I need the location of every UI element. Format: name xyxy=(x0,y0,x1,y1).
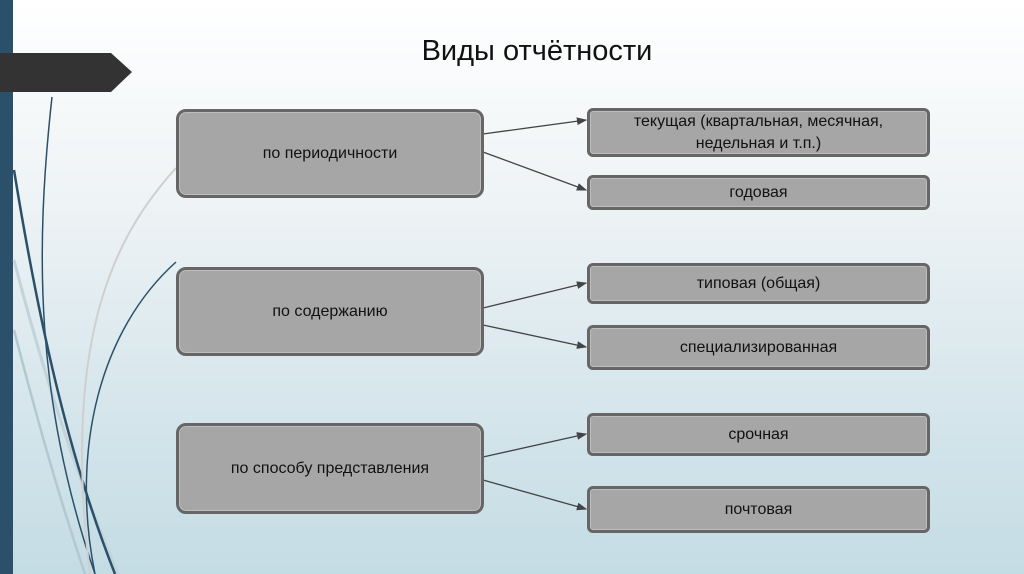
connector-arrow xyxy=(482,117,588,135)
type-box: текущая (квартальная, месячная, недельна… xyxy=(587,108,930,157)
type-box: типовая (общая) xyxy=(587,263,930,304)
connector-arrow xyxy=(482,281,588,309)
left-accent-bar xyxy=(0,0,13,574)
page-title: Виды отчётности xyxy=(421,35,653,67)
connector-arrow xyxy=(482,324,588,349)
category-box: по содержанию xyxy=(176,267,484,356)
type-box: годовая xyxy=(587,175,930,210)
type-box: срочная xyxy=(587,413,930,456)
category-box: по способу представления xyxy=(176,423,484,514)
connector-arrow xyxy=(482,151,588,191)
category-box: по периодичности xyxy=(176,109,484,198)
type-box: специализированная xyxy=(587,325,930,370)
decorative-curves xyxy=(12,96,177,574)
type-box: почтовая xyxy=(587,486,930,533)
connector-arrow xyxy=(482,479,588,511)
connector-arrow xyxy=(482,432,588,458)
title-banner-arrow xyxy=(0,53,132,92)
